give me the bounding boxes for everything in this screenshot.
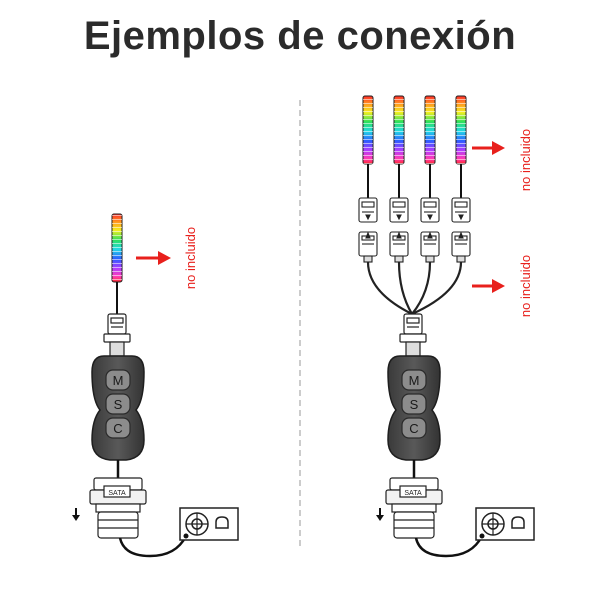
color-button-label: C — [113, 421, 122, 436]
right-example: no incluido no incluido M — [358, 95, 535, 558]
argb-connector-pair — [451, 197, 471, 263]
mode-button[interactable]: M — [401, 369, 427, 391]
arrow-right-icon — [472, 279, 505, 293]
argb-connector-pair — [389, 197, 409, 263]
rgb-strip — [455, 95, 467, 198]
splitter-cable — [366, 261, 463, 316]
arrow-down-icon — [72, 508, 80, 521]
strip-note-label: no incluido — [183, 227, 198, 289]
psu-icon — [475, 507, 535, 541]
controller: M S C — [387, 355, 441, 461]
argb-connector — [399, 313, 427, 357]
strip-note-label: no incluido — [518, 129, 533, 191]
left-example: no incluido M S C — [72, 213, 239, 558]
rgb-strip-group — [358, 95, 471, 263]
sata-connector: SATA — [385, 477, 443, 539]
psu-icon — [179, 507, 239, 541]
speed-button[interactable]: S — [401, 393, 427, 415]
mode-button-label: M — [113, 373, 124, 388]
argb-connector-pair — [420, 197, 440, 263]
arrow-down-icon — [376, 508, 384, 521]
argb-connector-pair — [358, 197, 378, 263]
color-button-label: C — [409, 421, 418, 436]
sata-connector: SATA — [89, 477, 147, 539]
rgb-strip — [362, 95, 374, 198]
sata-label: SATA — [108, 490, 126, 497]
mode-button[interactable]: M — [105, 369, 131, 391]
arrow-right-icon — [136, 251, 171, 265]
speed-button[interactable]: S — [105, 393, 131, 415]
color-button[interactable]: C — [105, 417, 131, 439]
color-button[interactable]: C — [401, 417, 427, 439]
mode-button-label: M — [409, 373, 420, 388]
sata-label: SATA — [404, 490, 422, 497]
rgb-strip — [424, 95, 436, 198]
rgb-strip — [111, 213, 123, 314]
controller: M S C — [91, 355, 145, 461]
argb-connector — [103, 313, 131, 357]
speed-button-label: S — [410, 397, 419, 412]
rgb-strip — [393, 95, 405, 198]
page-title: Ejemplos de conexión — [83, 14, 517, 58]
arrow-right-icon — [472, 141, 505, 155]
speed-button-label: S — [114, 397, 123, 412]
splitter-note-label: no incluido — [518, 255, 533, 317]
